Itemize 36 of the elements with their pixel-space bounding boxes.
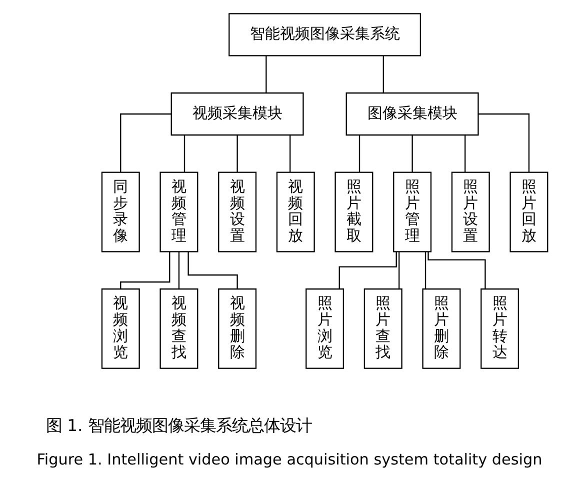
connector	[358, 134, 360, 172]
node-box: 照片设置	[450, 171, 490, 252]
node-box: 视频回放	[276, 171, 314, 252]
connector	[265, 55, 266, 92]
connector	[183, 134, 185, 172]
connector	[398, 251, 400, 288]
node-box: 照片转达	[480, 288, 519, 368]
connector	[178, 251, 180, 288]
node-box: 照片浏览	[305, 288, 344, 368]
node-box: 视频删除	[218, 288, 256, 368]
connector	[382, 55, 384, 92]
node-box: 视频管理	[159, 171, 198, 252]
node-box: 视频查找	[159, 288, 198, 368]
connector	[120, 251, 170, 288]
connector	[236, 134, 238, 172]
connector	[478, 112, 530, 172]
connector	[464, 134, 466, 172]
node-box: 照片删除	[422, 288, 460, 368]
node-box: 照片回放	[509, 171, 548, 252]
connector	[411, 134, 412, 172]
node-box: 视频采集模块	[170, 92, 304, 136]
connector	[427, 251, 486, 288]
node-box: 智能视频图像采集系统	[228, 12, 421, 56]
node-box: 视频设置	[218, 171, 256, 252]
node-box: 图像采集模块	[345, 92, 478, 136]
node-box: 视频浏览	[100, 288, 140, 368]
node-box: 照片管理	[392, 171, 432, 252]
node-box: 照片截取	[334, 171, 373, 252]
connector	[289, 134, 290, 172]
connector	[424, 251, 426, 288]
node-box: 同步录像	[100, 171, 140, 252]
node-box: 照片查找	[363, 288, 402, 368]
connector	[120, 112, 171, 172]
connector	[338, 251, 396, 288]
label: 图 1. 智能视频图像采集系统总体设计	[45, 415, 312, 434]
caption: Figure 1. Intelligent video image acquisition system totality design	[36, 450, 542, 468]
